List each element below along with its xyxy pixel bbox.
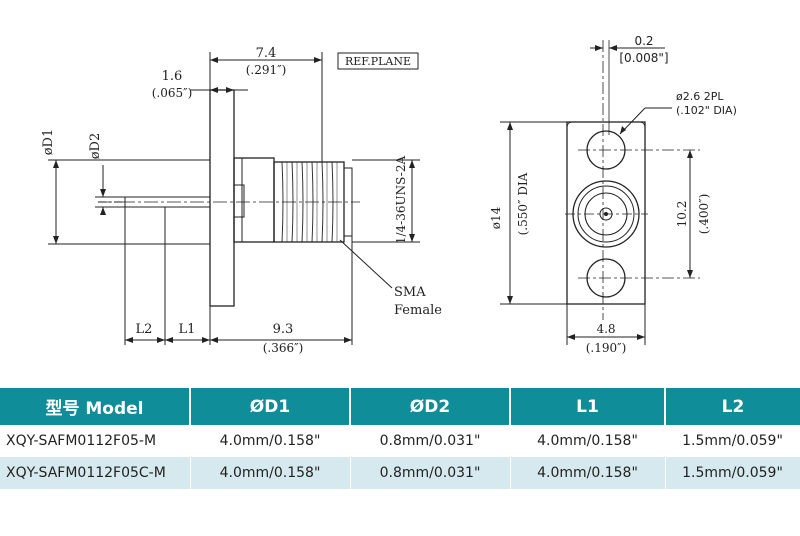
- dim-0-2: 0.2: [634, 34, 653, 48]
- cell-l2: 1.5mm/0.059": [665, 425, 800, 457]
- technical-drawing: 7.4 (.291″) REF.PLANE 1.6 (.065″) øD1 øD…: [41, 34, 737, 355]
- cell-od1: 4.0mm/0.158": [190, 425, 351, 457]
- dim-0-550: (.550″ DIA: [516, 172, 530, 235]
- sma-label: SMA: [394, 285, 426, 300]
- side-view: [48, 52, 420, 345]
- dim-0-065: (.065″): [152, 86, 193, 100]
- table-row: XQY-SAFM0112F05-M 4.0mm/0.158" 0.8mm/0.0…: [0, 425, 800, 457]
- table-row: XQY-SAFM0112F05C-M 4.0mm/0.158" 0.8mm/0.…: [0, 457, 800, 489]
- label-od2: øD2: [88, 133, 103, 160]
- dim-hole: ø2.6 2PL: [676, 90, 724, 103]
- dim-9-3: 9.3: [273, 322, 294, 337]
- ref-plane-label: REF.PLANE: [345, 55, 411, 68]
- header-model: 型号 Model: [0, 388, 191, 425]
- spec-table: 型号 Model ØD1 ØD2 L1 L2 XQY-SAFM0112F05-M…: [0, 388, 800, 489]
- table-header-row: 型号 Model ØD1 ØD2 L1 L2: [0, 388, 800, 425]
- dim-0-400: (.400″): [697, 194, 711, 235]
- cell-l1: 4.0mm/0.158": [510, 457, 666, 489]
- dim-7-4: 7.4: [256, 46, 277, 61]
- thread-label: 1/4-36UNS-2A: [394, 156, 408, 245]
- header-od2: ØD2: [350, 388, 511, 425]
- dim-0-291: (.291″): [246, 63, 287, 77]
- dim-4-8: 4.8: [596, 322, 615, 336]
- front-view: [500, 40, 700, 345]
- dim-hole-in: (.102" DIA): [676, 104, 737, 117]
- cell-od1: 4.0mm/0.158": [190, 457, 351, 489]
- cell-l1: 4.0mm/0.158": [510, 425, 666, 457]
- dim-1-6: 1.6: [162, 69, 183, 84]
- cell-l2: 1.5mm/0.059": [665, 457, 800, 489]
- dim-10-2: 10.2: [675, 201, 689, 228]
- dim-0-008: [0.008"]: [619, 51, 668, 65]
- female-label: Female: [394, 303, 442, 318]
- dim-0-190: (.190″): [586, 341, 627, 355]
- dim-0-366: (.366″): [263, 341, 304, 355]
- label-od1: øD1: [41, 129, 56, 156]
- header-l1: L1: [510, 388, 666, 425]
- dim-l2: L2: [136, 322, 153, 337]
- cell-od2: 0.8mm/0.031": [350, 457, 511, 489]
- dim-l1: L1: [179, 322, 196, 337]
- dim-14: ø14: [489, 206, 503, 229]
- header-od1: ØD1: [190, 388, 351, 425]
- cell-model: XQY-SAFM0112F05C-M: [0, 457, 191, 489]
- cell-model: XQY-SAFM0112F05-M: [0, 425, 191, 457]
- cell-od2: 0.8mm/0.031": [350, 425, 511, 457]
- header-l2: L2: [665, 388, 800, 425]
